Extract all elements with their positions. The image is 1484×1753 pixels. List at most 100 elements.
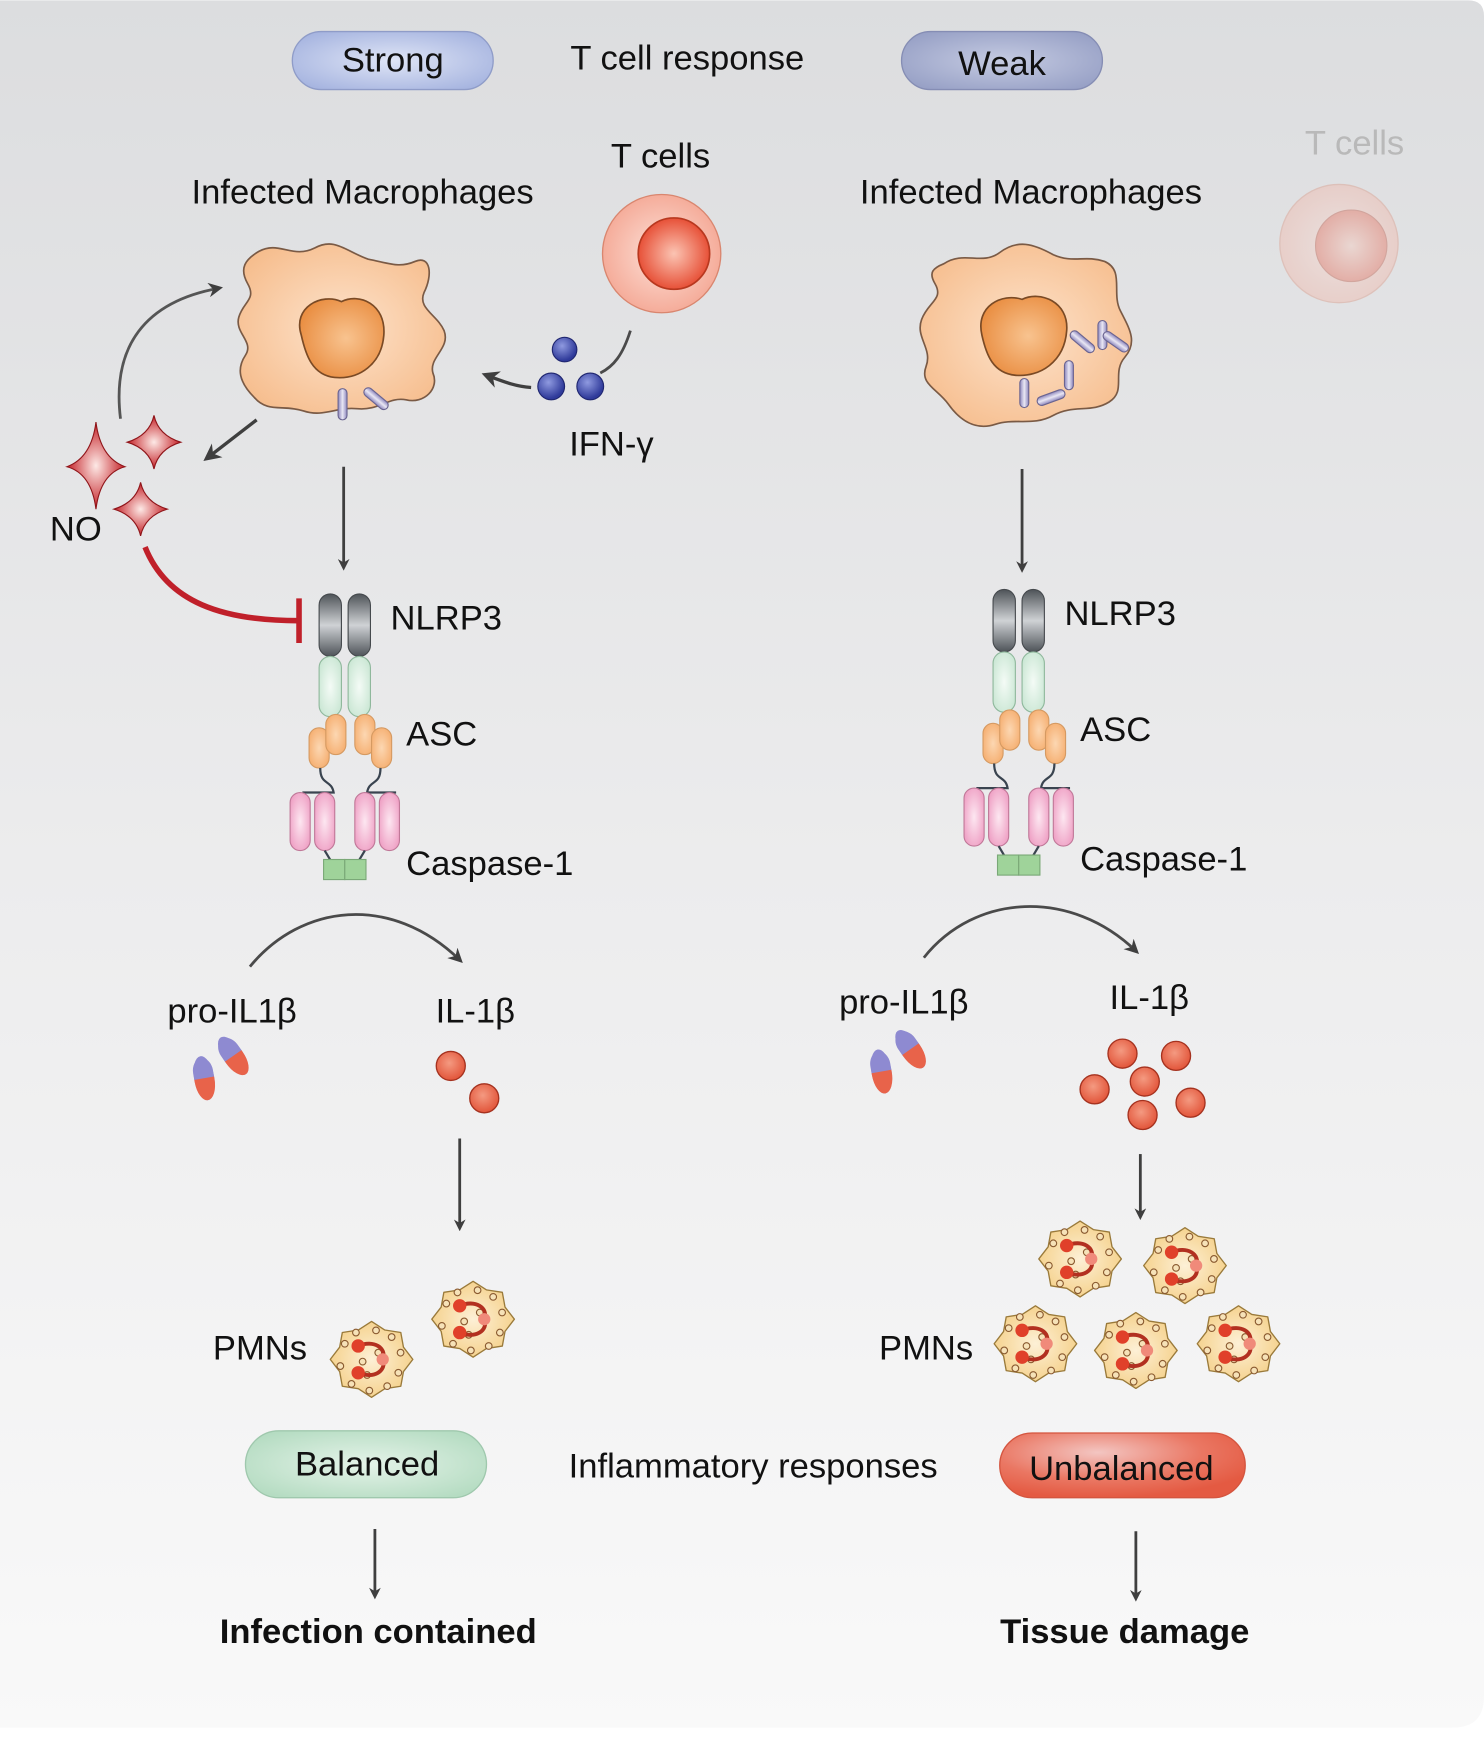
- unbalanced-pill: [999, 1432, 1246, 1499]
- strong-label: Strong: [342, 42, 444, 80]
- left-il1b-label: IL-1β: [436, 992, 515, 1030]
- pmn-neutrophil-icon: [1143, 1227, 1227, 1305]
- bacterium-icon: [1036, 389, 1066, 407]
- pmn-neutrophil-icon: [1196, 1305, 1281, 1383]
- pro-il1b-molecule: [895, 1030, 926, 1069]
- left-pmn-label: PMNs: [213, 1329, 307, 1367]
- caspase-catalytic-icon: [323, 858, 346, 881]
- pro-il1b-molecule: [192, 1056, 216, 1101]
- caspase1-subunit-icon: [354, 791, 376, 852]
- weak-label: Weak: [958, 45, 1046, 83]
- faded-t-cell-icon: [1279, 183, 1399, 304]
- il1b-particle-icon: [1129, 1066, 1160, 1097]
- unbalanced-label: Unbalanced: [1029, 1450, 1214, 1488]
- ifn-gamma-icon: [537, 336, 605, 401]
- pmn-neutrophil-icon: [431, 1280, 516, 1358]
- strong-pill: [291, 30, 494, 91]
- nacht-domain-icon: [318, 655, 342, 718]
- caspase1-subunit-icon: [1052, 787, 1074, 847]
- left-caspase-label: Caspase-1: [406, 845, 573, 883]
- no-inhibits-nlrp3-line: [142, 546, 300, 624]
- asc-subunit-icon: [1044, 722, 1067, 765]
- right-caspase-label: Caspase-1: [1080, 841, 1247, 879]
- balanced-pill: [244, 1430, 488, 1499]
- nacht-domain-icon: [347, 655, 371, 718]
- caspase1-subunit-icon: [314, 791, 336, 852]
- right-pro-il1b-label: pro-IL1β: [839, 983, 968, 1021]
- infection-contained-label: Infection contained: [220, 1613, 537, 1651]
- pmn-cells: [329, 1280, 516, 1398]
- macrophage-to-no-arrow: [203, 418, 258, 462]
- bacterium-icon: [1019, 378, 1030, 409]
- caspase1-subunit-icon: [963, 787, 985, 847]
- left-nlrp3-label: NLRP3: [391, 600, 502, 638]
- header-row: Strong T cell response Weak: [291, 30, 1104, 91]
- bacterium-icon: [363, 387, 389, 411]
- tissue-damage-label: Tissue damage: [1000, 1613, 1249, 1651]
- nacht-domain-icon: [992, 651, 1016, 713]
- asc-subunit-icon: [325, 713, 347, 756]
- bacterium-icon: [1063, 360, 1074, 391]
- infected-macrophage-icon: [237, 243, 447, 421]
- ifn-to-macrophage-arrow: [481, 371, 532, 390]
- t-cell-response-label: T cell response: [570, 40, 804, 78]
- caspase-catalytic-icon: [996, 854, 1020, 876]
- no-molecules-icon: [65, 415, 183, 537]
- caspase1-subunit-icon: [378, 791, 401, 852]
- asc-subunit-icon: [370, 727, 393, 769]
- inflammasome-complex-icon: [289, 593, 401, 881]
- right-tcell-label-faded: T cells: [1305, 124, 1404, 162]
- asc-linker: [976, 763, 1009, 790]
- caspase1-subunit-icon: [1028, 787, 1050, 847]
- il1b-particle-icon: [1127, 1099, 1158, 1131]
- caspase1-subunit-icon: [289, 791, 311, 852]
- left-tcell-label: T cells: [611, 138, 710, 176]
- bacterium-icon: [1069, 330, 1096, 354]
- left-macrophage-label: Infected Macrophages: [192, 173, 534, 211]
- no-feedback-arrow: [117, 282, 223, 419]
- heavily-infected-macrophage-icon: [919, 243, 1133, 428]
- ifn-gamma-label: IFN-γ: [569, 426, 654, 464]
- pmn-cells: [993, 1220, 1281, 1390]
- right-macrophage-label: Infected Macrophages: [860, 173, 1202, 211]
- nlrp3-subunit-icon: [347, 593, 371, 657]
- right-il1b-label: IL-1β: [1110, 979, 1189, 1017]
- t-cell-icon: [601, 193, 722, 314]
- left-pro-il1b-label: pro-IL1β: [167, 992, 296, 1030]
- nlrp3-subunit-icon: [1021, 588, 1045, 653]
- nucleus-icon: [298, 297, 385, 379]
- il1b-particle-icon: [435, 1050, 466, 1082]
- bacterium-icon: [337, 388, 348, 421]
- nacht-domain-icon: [1021, 651, 1045, 713]
- no-label: NO: [50, 510, 102, 548]
- nucleus-icon: [980, 295, 1068, 377]
- nlrp3-subunit-icon: [318, 593, 342, 657]
- il1b-particle-icon: [469, 1083, 500, 1114]
- right-cleavage-arrow: [922, 905, 1140, 959]
- asc-subunit-icon: [999, 709, 1021, 751]
- nlrp3-subunit-icon: [992, 588, 1016, 653]
- pro-il1b-icon: [192, 1036, 249, 1101]
- left-panel-strong: Infected Macrophages T cells IFN-γ: [50, 138, 722, 1651]
- pro-il1b-molecule: [217, 1036, 249, 1076]
- pro-il1b-molecule: [870, 1049, 893, 1094]
- asc-linker: [302, 767, 335, 794]
- pro-il1b-icon: [870, 1030, 926, 1094]
- inflammasome-complex-icon: [963, 588, 1074, 876]
- pmn-neutrophil-icon: [1093, 1311, 1178, 1390]
- pmn-neutrophil-icon: [1038, 1220, 1123, 1298]
- caspase1-subunit-icon: [988, 787, 1010, 847]
- inflammatory-responses-label: Inflammatory responses: [569, 1448, 938, 1486]
- right-nlrp3-label: NLRP3: [1064, 595, 1175, 633]
- il1b-particle-icon: [1107, 1038, 1138, 1069]
- weak-pill: [900, 30, 1104, 91]
- left-cleavage-arrow: [248, 913, 463, 968]
- right-panel-weak: Infected Macrophages T cells NLRP3 ASC C…: [839, 124, 1404, 1650]
- il1b-particle-icon: [1079, 1074, 1110, 1105]
- tcell-to-ifn-line: [599, 330, 632, 375]
- right-pmn-label: PMNs: [879, 1329, 973, 1367]
- bacteria-cluster: [1019, 320, 1130, 409]
